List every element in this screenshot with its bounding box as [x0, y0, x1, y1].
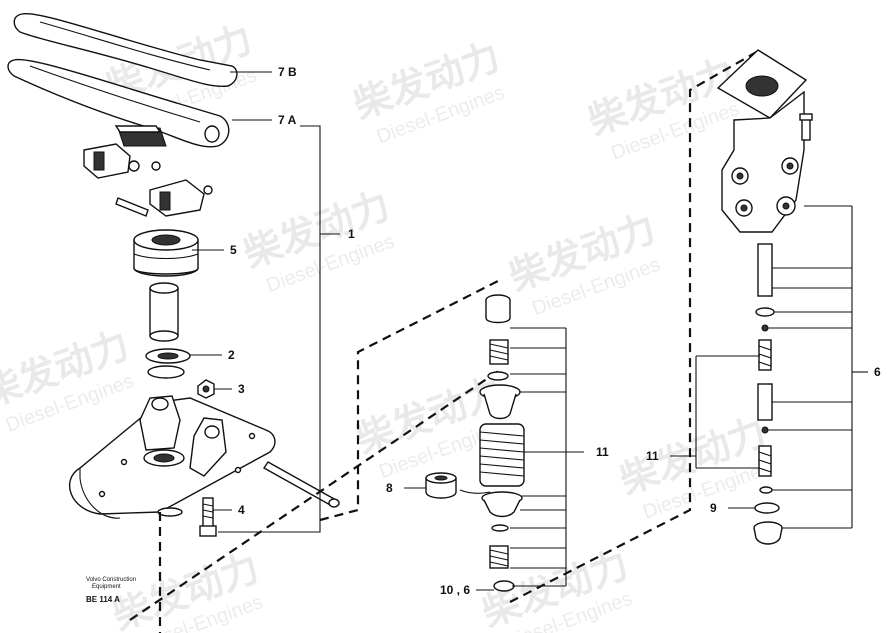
circlip-lower: [203, 185, 213, 195]
rubber-pad-top: [114, 125, 162, 133]
large-spring-coils: [479, 431, 525, 477]
bolt-4-shank: [202, 497, 214, 531]
base-lug-right-hole: [204, 425, 220, 439]
label-7a: 7 A: [278, 113, 297, 127]
spring-cup: [483, 393, 517, 420]
end-plug: [753, 527, 783, 545]
ball-r2: [761, 426, 769, 434]
pivot-rod: [262, 461, 338, 507]
bushing-8-arrow: [459, 489, 491, 494]
base-lug-left-hole: [151, 397, 169, 411]
boot-hole: [151, 234, 181, 246]
label-6: 6: [874, 365, 881, 379]
dash-connector-right: [509, 49, 761, 603]
label-7b: 7 B: [278, 65, 297, 79]
drawing-code: BE 114 A: [86, 595, 120, 604]
base-lug-left: [139, 395, 181, 451]
plunger-top: [149, 282, 179, 294]
boot-rib: [133, 253, 199, 259]
base-plate-hole: [120, 458, 128, 466]
ball-r1: [761, 324, 769, 332]
bushing-8-bore: [434, 475, 448, 481]
flange-screw: [801, 117, 811, 141]
label-3: 3: [238, 382, 245, 396]
base-plate-hole: [98, 490, 106, 498]
spring-r2-coils: [758, 451, 772, 473]
valve-port-right-bore: [786, 162, 794, 170]
base-plate-edge: [79, 468, 121, 519]
label-9: 9: [710, 501, 717, 515]
small-spring-upper-coils: [489, 343, 509, 361]
label-11-mid: 11: [596, 445, 609, 459]
pedal-7a-pivot-hole: [204, 125, 220, 143]
maker-line2: Equipment: [92, 584, 121, 590]
label-8: 8: [386, 481, 393, 495]
seal-ring: [147, 365, 185, 379]
plunger: [149, 287, 179, 337]
pedal-7a-ridge: [29, 65, 201, 123]
pedal-7b: [13, 12, 238, 88]
base-plate-hole: [234, 466, 242, 474]
o-ring-r1: [755, 307, 775, 317]
plunger-bottom: [149, 330, 179, 342]
label-10-6: 10 , 6: [440, 583, 470, 597]
label-2: 2: [228, 348, 235, 362]
o-ring-r2: [759, 486, 773, 494]
bottom-washer: [157, 507, 183, 517]
hinge-pin: [115, 197, 149, 217]
valve-flange-bore: [745, 75, 779, 97]
base-center-bore: [153, 453, 175, 463]
dash-connector-mid: [319, 279, 501, 522]
valve-stem-lower: [757, 383, 773, 421]
small-spring-lower-coils: [489, 549, 509, 567]
bolt-4-head: [199, 525, 217, 537]
flange-screw-head: [799, 113, 813, 121]
valve-stem-upper: [757, 243, 773, 297]
bracket-6: [768, 205, 868, 529]
bracket-11-right: [670, 355, 760, 469]
base-plate-hole: [248, 432, 256, 440]
large-spring: [479, 423, 525, 487]
label-1: 1: [348, 227, 355, 241]
hinge-bracket-upper: [83, 143, 131, 179]
hinge-bracket-lower-slot: [159, 191, 171, 211]
hinge-bracket-lower: [149, 179, 205, 217]
label-11-right: 11: [646, 449, 659, 463]
o-ring-lower: [491, 524, 509, 532]
o-ring-mid: [487, 371, 509, 381]
valve-port-left-bore: [736, 172, 744, 180]
pedal-7a: [7, 58, 230, 148]
maker-line1: Volvo Construction: [86, 577, 136, 583]
spring-r1-coils: [758, 345, 772, 367]
piston-cap: [485, 300, 511, 324]
hinge-pin-end: [128, 160, 140, 172]
seal-2-hole: [157, 352, 179, 360]
pivot-rod-end: [328, 498, 340, 508]
spring-seat: [483, 499, 521, 518]
circlip-upper: [151, 161, 161, 171]
nut-3-hole: [202, 385, 210, 393]
retaining-ring-9: [754, 502, 780, 514]
bracket-11-mid: [510, 327, 584, 587]
valve-port-lower-right-bore: [782, 202, 790, 210]
pedal-7b-ridge: [39, 21, 211, 71]
valve-port-lower-left-bore: [740, 204, 748, 212]
valve-disc: [493, 580, 515, 592]
label-5: 5: [230, 243, 237, 257]
label-4: 4: [238, 503, 245, 517]
bolt-4-thread: [202, 503, 214, 519]
bracket-1: [218, 125, 321, 533]
hinge-bracket-slot: [93, 151, 105, 171]
